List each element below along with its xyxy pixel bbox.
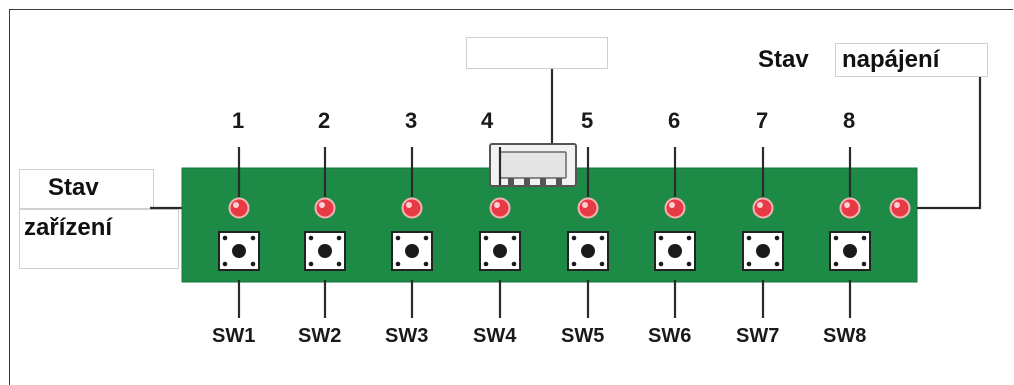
switch-button-cap: [232, 244, 246, 258]
switch-pin-dot: [511, 235, 517, 241]
switch-pin-dot: [250, 261, 256, 267]
switch-pin-dot: [861, 235, 867, 241]
channel-number-7: 7: [756, 108, 769, 133]
switch-pin-dot: [423, 261, 429, 267]
switch-button-cap: [405, 244, 419, 258]
switch-pin-dot: [774, 261, 780, 267]
switch-pin-dot: [336, 235, 342, 241]
device-status-box-bottom: [19, 209, 179, 269]
switch-pin-dot: [395, 235, 401, 241]
switch-pin-dot: [222, 235, 228, 241]
power-led-highlight: [894, 202, 900, 208]
switch-button-cap: [843, 244, 857, 258]
switch-button-cap: [756, 244, 770, 258]
switch-pin-dot: [599, 235, 605, 241]
switch-pin-dot: [833, 235, 839, 241]
device-status-box-top: [19, 169, 154, 209]
switch-button-cap: [318, 244, 332, 258]
channel-number-6: 6: [668, 108, 681, 133]
red-led-icon: [401, 197, 423, 219]
led-highlight: [757, 202, 763, 208]
switch-label-sw1: SW1: [212, 325, 256, 347]
power-status-leader: [915, 77, 982, 210]
red-led-icon: [314, 197, 336, 219]
channel-number-8: 8: [843, 108, 856, 133]
switch-pin-dot: [571, 261, 577, 267]
switch-pin-dot: [511, 261, 517, 267]
switch-pin-dot: [483, 261, 489, 267]
switch-pin-dot: [336, 261, 342, 267]
switch-pin-dot: [571, 235, 577, 241]
channel-number-2: 2: [318, 108, 331, 133]
switch-pin-dot: [833, 261, 839, 267]
switch-label-sw3: SW3: [385, 325, 429, 347]
diagram-frame: [9, 9, 1013, 385]
switch-pin-dot: [774, 235, 780, 241]
switch-pin-dot: [250, 235, 256, 241]
switch-label-sw5: SW5: [561, 325, 605, 347]
switch-pin-dot: [861, 261, 867, 267]
switch-label-sw8: SW8: [823, 325, 867, 347]
red-led-icon: [489, 197, 511, 219]
channel-number-3: 3: [405, 108, 418, 133]
led-highlight: [233, 202, 239, 208]
power-status-prefix: Stav: [758, 46, 809, 73]
led-highlight: [494, 202, 500, 208]
switch-label-sw2: SW2: [298, 325, 342, 347]
switch-pin-dot: [746, 235, 752, 241]
led-highlight: [669, 202, 675, 208]
switch-label-sw6: SW6: [648, 325, 692, 347]
led-highlight: [844, 202, 850, 208]
switch-button-cap: [668, 244, 682, 258]
red-led-icon: [752, 197, 774, 219]
led-highlight: [582, 202, 588, 208]
switch-pin-dot: [686, 261, 692, 267]
red-led-icon: [664, 197, 686, 219]
power-led-icon: [889, 197, 911, 219]
channel-number-4: 4: [481, 108, 494, 133]
switch-label-sw7: SW7: [736, 325, 780, 347]
switch-pin-dot: [746, 261, 752, 267]
switch-pin-dot: [483, 235, 489, 241]
switch-pin-dot: [308, 261, 314, 267]
switch-pin-dot: [686, 235, 692, 241]
channel-number-5: 5: [581, 108, 594, 133]
red-led-icon: [228, 197, 250, 219]
device-status-label-line1: Stav: [48, 174, 99, 201]
led-highlight: [319, 202, 325, 208]
switch-pin-dot: [599, 261, 605, 267]
red-led-icon: [577, 197, 599, 219]
switch-pin-dot: [658, 261, 664, 267]
red-led-icon: [839, 197, 861, 219]
power-status-box: [835, 43, 988, 77]
switch-pin-dot: [308, 235, 314, 241]
channel-number-1: 1: [232, 108, 245, 133]
switch-pin-dot: [423, 235, 429, 241]
led-highlight: [406, 202, 412, 208]
switch-pin-dot: [658, 235, 664, 241]
channels-layer: [218, 147, 871, 318]
switch-button-cap: [581, 244, 595, 258]
board-connector-icon: [489, 143, 577, 187]
switch-button-cap: [493, 244, 507, 258]
switch-pin-dot: [222, 261, 228, 267]
power-status-label: napájení: [842, 46, 940, 73]
connector-label-box: [466, 37, 608, 69]
switch-pin-dot: [395, 261, 401, 267]
device-status-label-line2: zařízení: [24, 214, 113, 241]
switch-label-sw4: SW4: [473, 325, 517, 347]
